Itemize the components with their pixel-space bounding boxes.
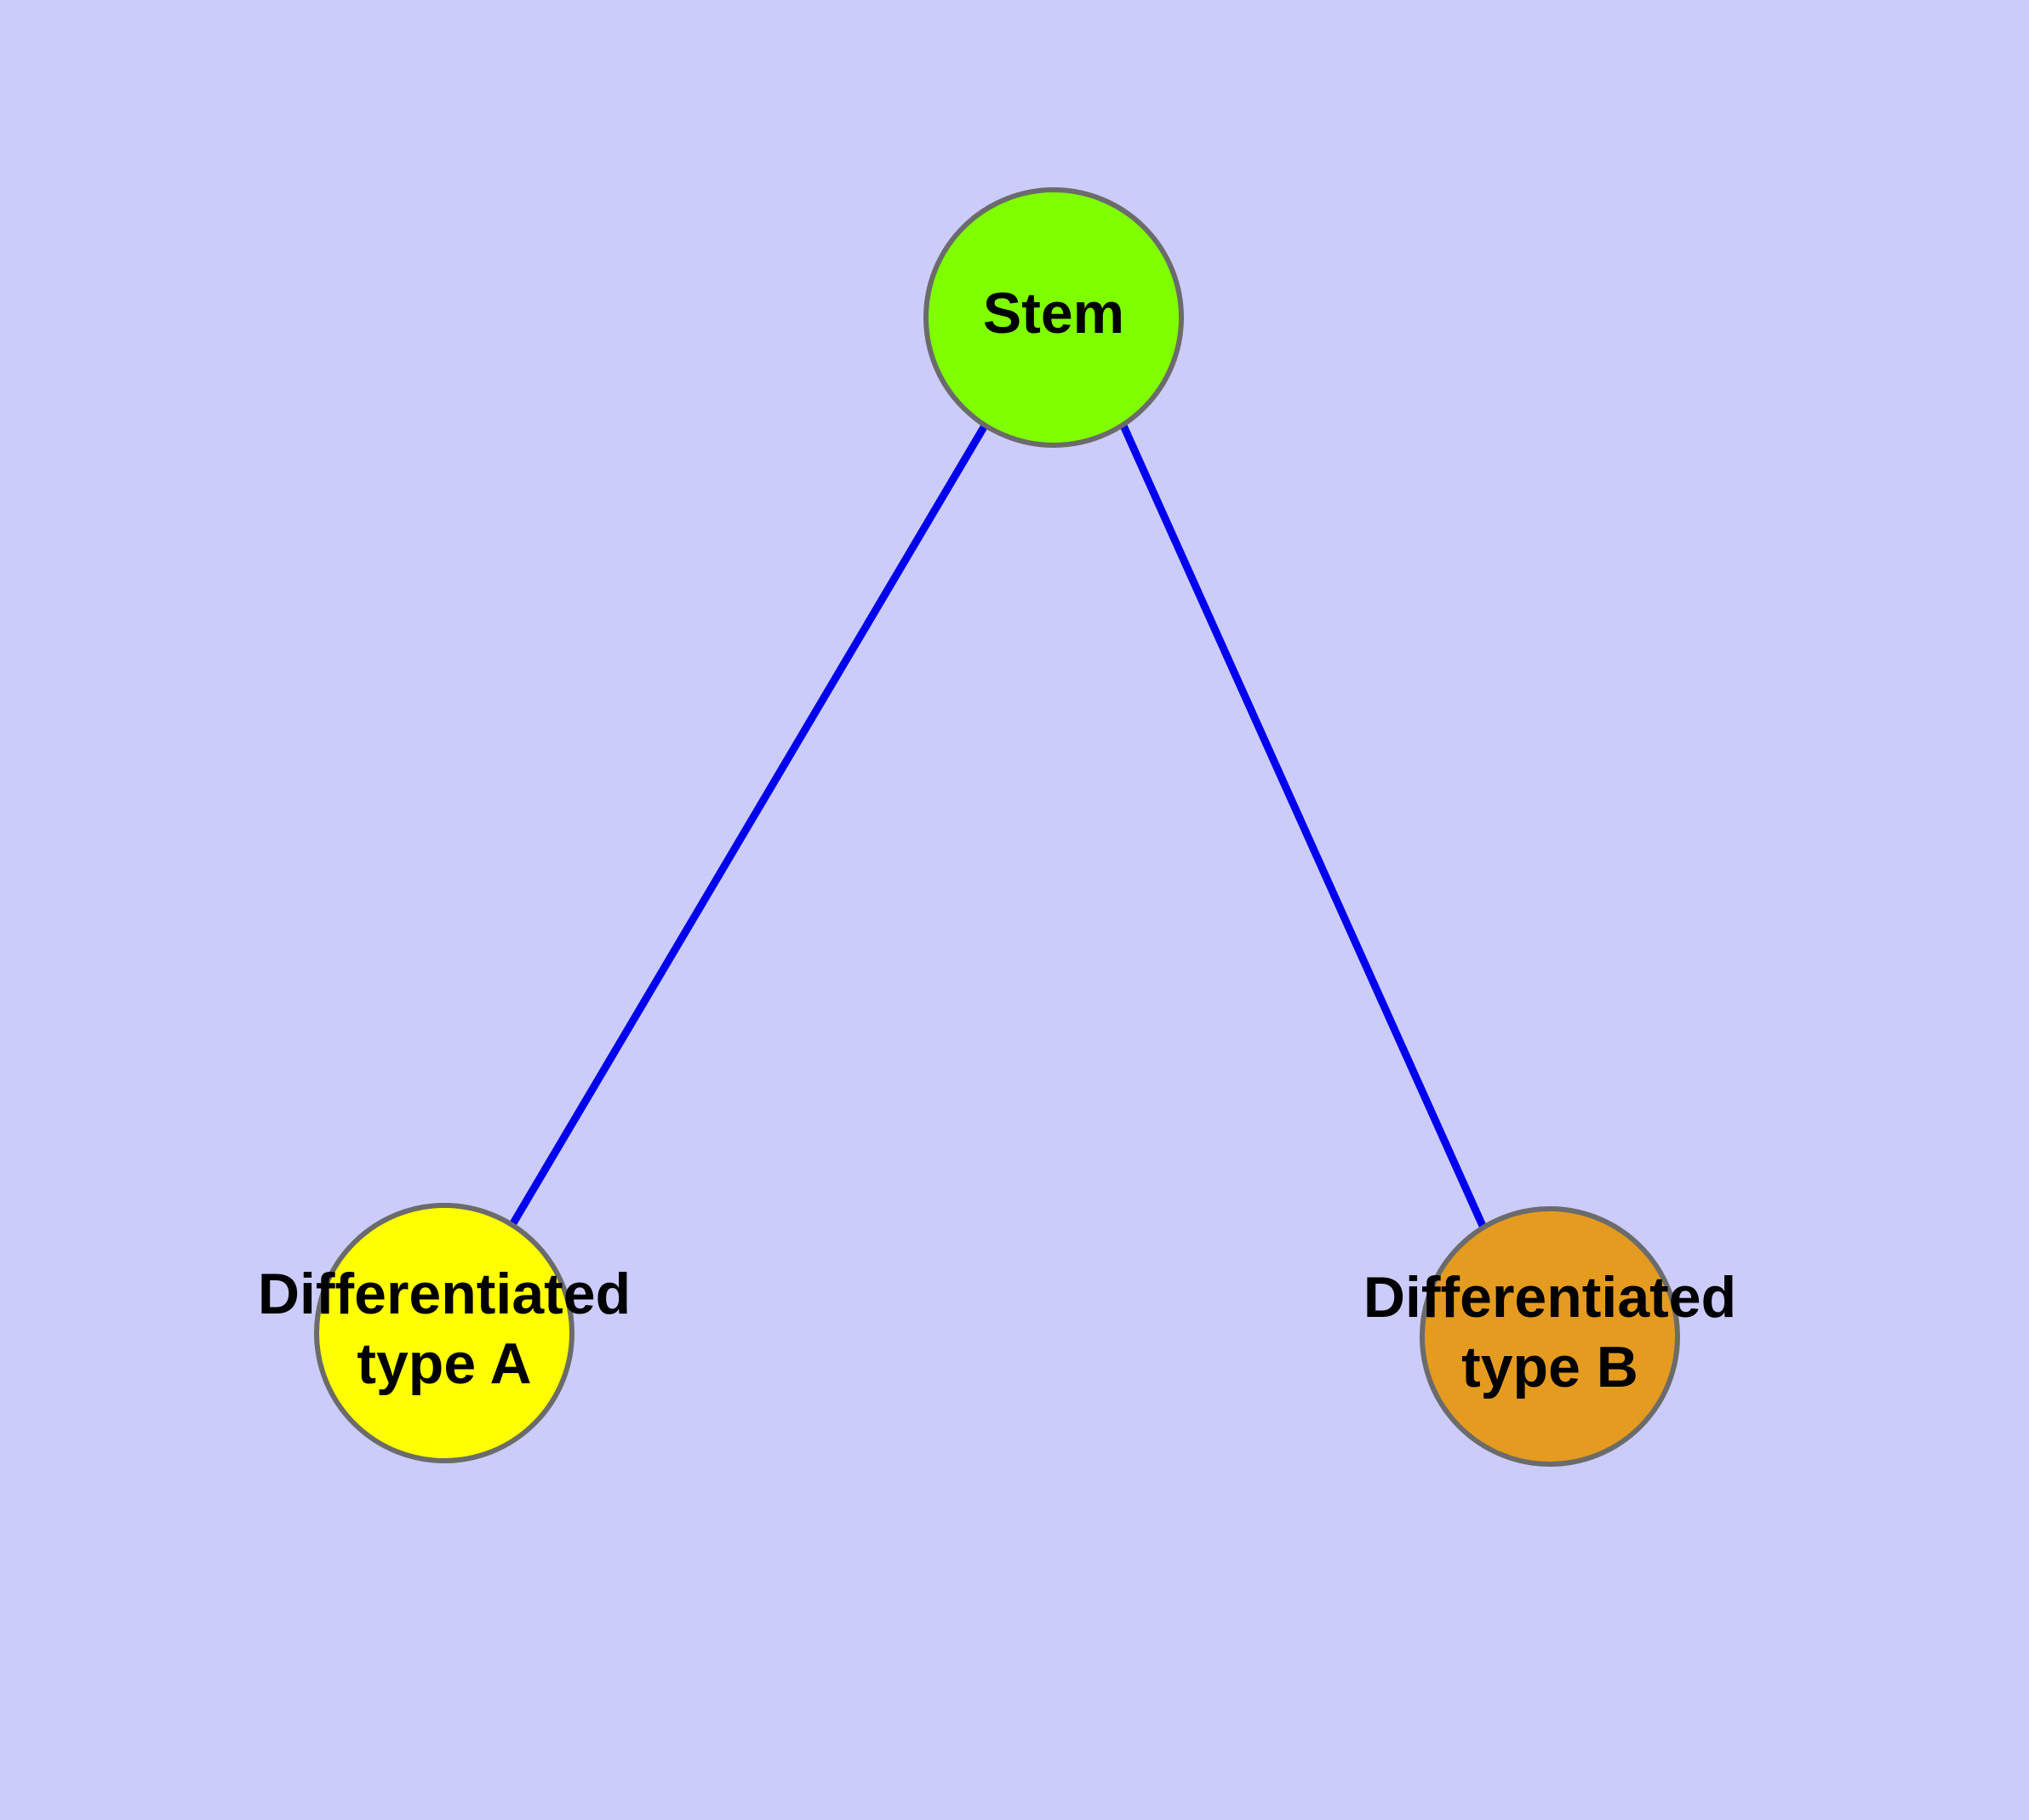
edge-layer — [510, 423, 1487, 1228]
node-diff_a[interactable] — [314, 1203, 574, 1463]
edge-stem-to-diff-b[interactable] — [1119, 424, 1487, 1228]
node-layer — [314, 187, 1680, 1467]
label-line: type B — [1461, 1335, 1638, 1399]
label-line: Differentiated — [258, 1262, 631, 1326]
label-line: Differentiated — [1363, 1265, 1736, 1330]
edge-stem-to-diff-a[interactable] — [510, 423, 988, 1226]
node-label-stem: Stem — [983, 281, 1124, 346]
label-line: type A — [357, 1331, 531, 1396]
node-stem[interactable] — [923, 187, 1184, 448]
label-line: Stem — [983, 281, 1124, 346]
node-diff_b[interactable] — [1420, 1206, 1680, 1467]
